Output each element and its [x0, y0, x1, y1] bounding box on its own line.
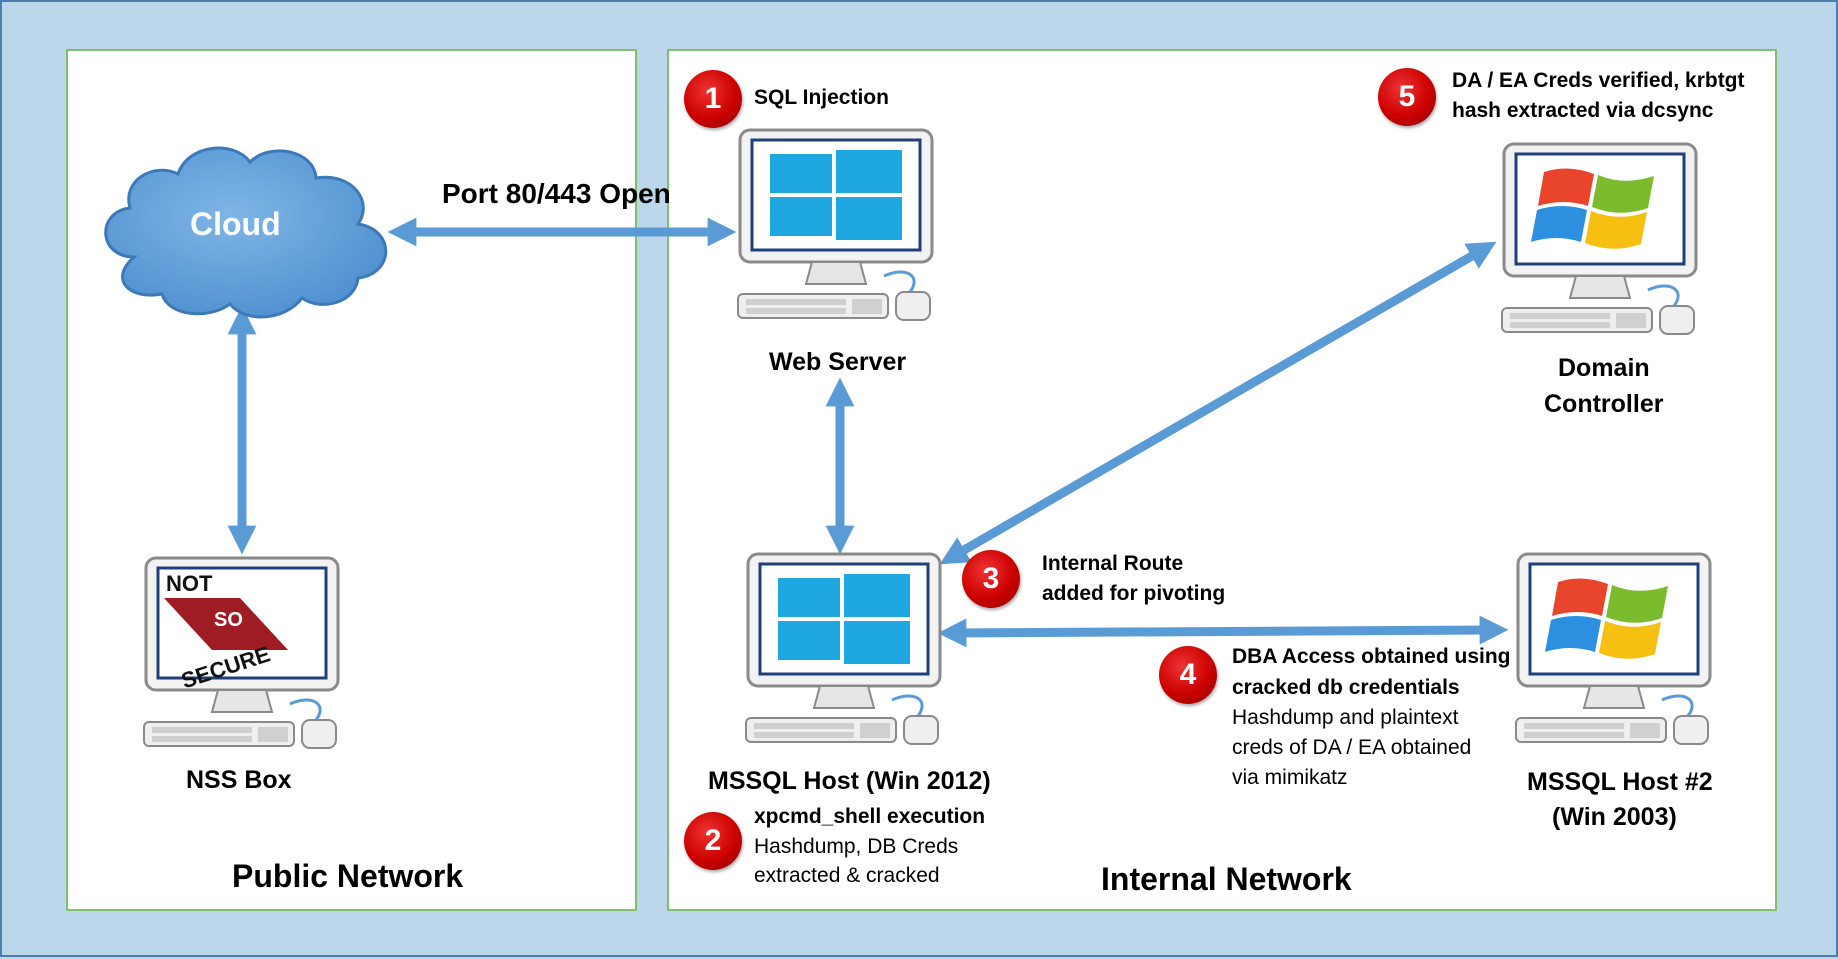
domain-controller-label-line2: Controller [1544, 390, 1664, 418]
arrow-mssql-mssql2 [937, 615, 1509, 648]
step-4-detail-3: via mimikatz [1232, 766, 1348, 789]
step-5-title-line1: DA / EA Creds verified, krbtgt [1452, 69, 1745, 92]
nss-box-computer: NOT SO SECURE [143, 556, 340, 749]
step-1-title: SQL Injection [754, 86, 889, 109]
windows-xp-logo [1531, 168, 1654, 249]
step-4-badge: 4 [1159, 646, 1217, 704]
step-4-title-line2: cracked db credentials [1232, 676, 1460, 699]
port-label: Port 80/443 Open [442, 178, 671, 209]
step-3-badge: 3 [962, 550, 1020, 608]
public-network-title: Public Network [232, 858, 464, 894]
windows8-logo [770, 150, 902, 240]
internal-network-title: Internal Network [1101, 861, 1352, 897]
step-2-title: xpcmd_shell execution [754, 805, 986, 828]
mssql-host-computer [745, 552, 942, 745]
step-4-detail-1: Hashdump and plaintext [1232, 706, 1459, 729]
windows8-logo [778, 574, 910, 664]
mssql-host2-label-line2: (Win 2003) [1552, 803, 1677, 831]
domain-controller-label-line1: Domain [1558, 354, 1650, 382]
step-3-title-line1: Internal Route [1042, 552, 1184, 575]
mssql-host2-label-line1: MSSQL Host #2 [1527, 768, 1713, 796]
step-5-badge: 5 [1378, 68, 1436, 126]
mssql-host-label: MSSQL Host (Win 2012) [708, 767, 991, 795]
windows-xp-logo [1545, 578, 1668, 659]
step-2-badge: 2 [684, 812, 742, 870]
cloud-label: Cloud [190, 206, 281, 242]
step-4-title-line1: DBA Access obtained using [1232, 645, 1511, 668]
nss-box-label: NSS Box [186, 766, 292, 794]
svg-text:SO: SO [214, 609, 243, 631]
step-2-detail-2: extracted & cracked [754, 864, 940, 887]
step-3-title-line2: added for pivoting [1042, 582, 1226, 605]
mssql-host2-computer [1515, 552, 1712, 745]
step-1-badge: 1 [684, 70, 742, 128]
web-server-computer [737, 128, 934, 321]
step-2-detail-1: Hashdump, DB Creds [754, 835, 959, 858]
web-server-label: Web Server [769, 348, 907, 376]
step-5-title-line2: hash extracted via dcsync [1452, 99, 1714, 122]
arrow-mssql-dc [939, 241, 1497, 565]
domain-controller-computer [1501, 142, 1698, 335]
step-4-detail-2: creds of DA / EA obtained [1232, 736, 1472, 759]
svg-text:NOT: NOT [166, 571, 213, 596]
